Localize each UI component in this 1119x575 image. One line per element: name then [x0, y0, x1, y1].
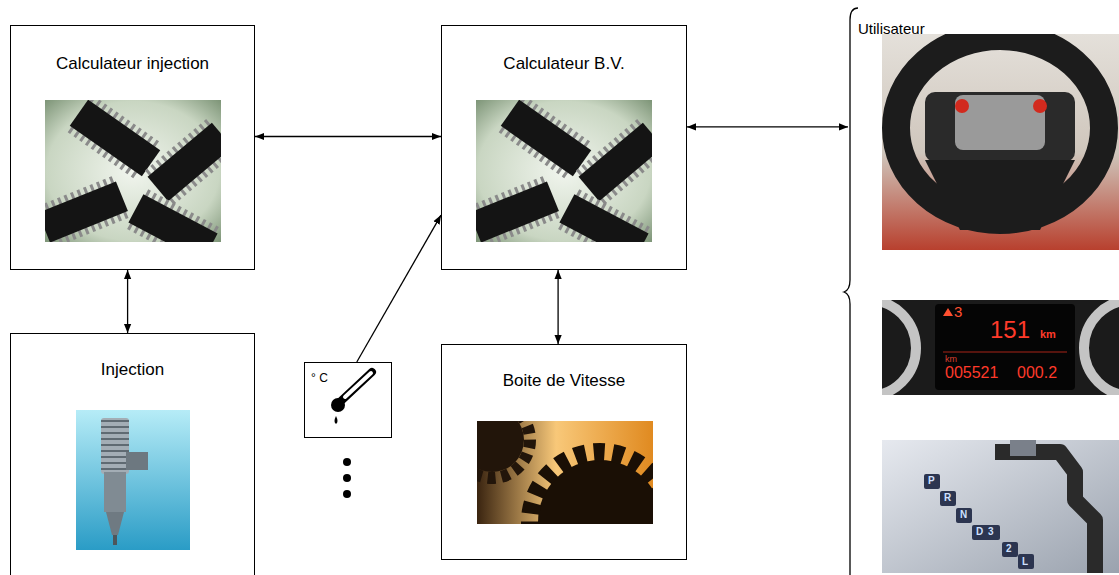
gear-letter: R [944, 493, 951, 503]
node-label: Utilisateur [858, 20, 925, 38]
connector-arrow [687, 126, 848, 127]
gear-letter: L [1022, 557, 1028, 567]
actuator-box: Injection [10, 333, 255, 575]
gear-photo [477, 421, 653, 524]
controller-box: Calculateur injection [10, 25, 255, 270]
node-label: Calculateur injection [56, 54, 209, 74]
user-group: Utilisateur [848, 8, 1119, 575]
node-label: ° C [311, 371, 328, 385]
ellipsis-dots [343, 458, 351, 498]
node-label: Injection [101, 360, 164, 380]
node-label: Boite de Vitesse [503, 371, 626, 391]
injector-photo [76, 410, 190, 550]
unit-label: km [1040, 329, 1056, 340]
gearbox-box: Boite de Vitesse [441, 344, 687, 560]
steering-wheel-photo [882, 34, 1119, 250]
unit-label: km [945, 355, 957, 364]
gear-letter: 2 [1006, 544, 1012, 554]
brace [844, 8, 858, 575]
thermometer-symbol [331, 372, 372, 424]
chip-photo [37, 97, 234, 264]
odometer-value: 005521 [945, 365, 998, 381]
speed-value: 151 [990, 318, 1030, 342]
gear-letter: 3 [988, 527, 994, 537]
connector-arrow [557, 270, 558, 344]
gear-letter: N [960, 510, 967, 520]
gear-indicator: 3 [954, 304, 962, 319]
connector-arrow [357, 215, 441, 362]
controller-box: Calculateur B.V. [441, 25, 687, 270]
sensor-box: ° C [304, 362, 392, 438]
chip-photo [468, 97, 665, 264]
dashboard-photo [882, 300, 1119, 395]
gear-selector-photo [882, 440, 1119, 573]
node-label: Calculateur B.V. [503, 54, 624, 74]
connector-arrow [255, 136, 441, 137]
gear-letter: P [928, 476, 935, 486]
connector-arrow [127, 270, 128, 333]
gear-letter: D [976, 527, 983, 537]
trip-value: 000.2 [1017, 365, 1057, 381]
